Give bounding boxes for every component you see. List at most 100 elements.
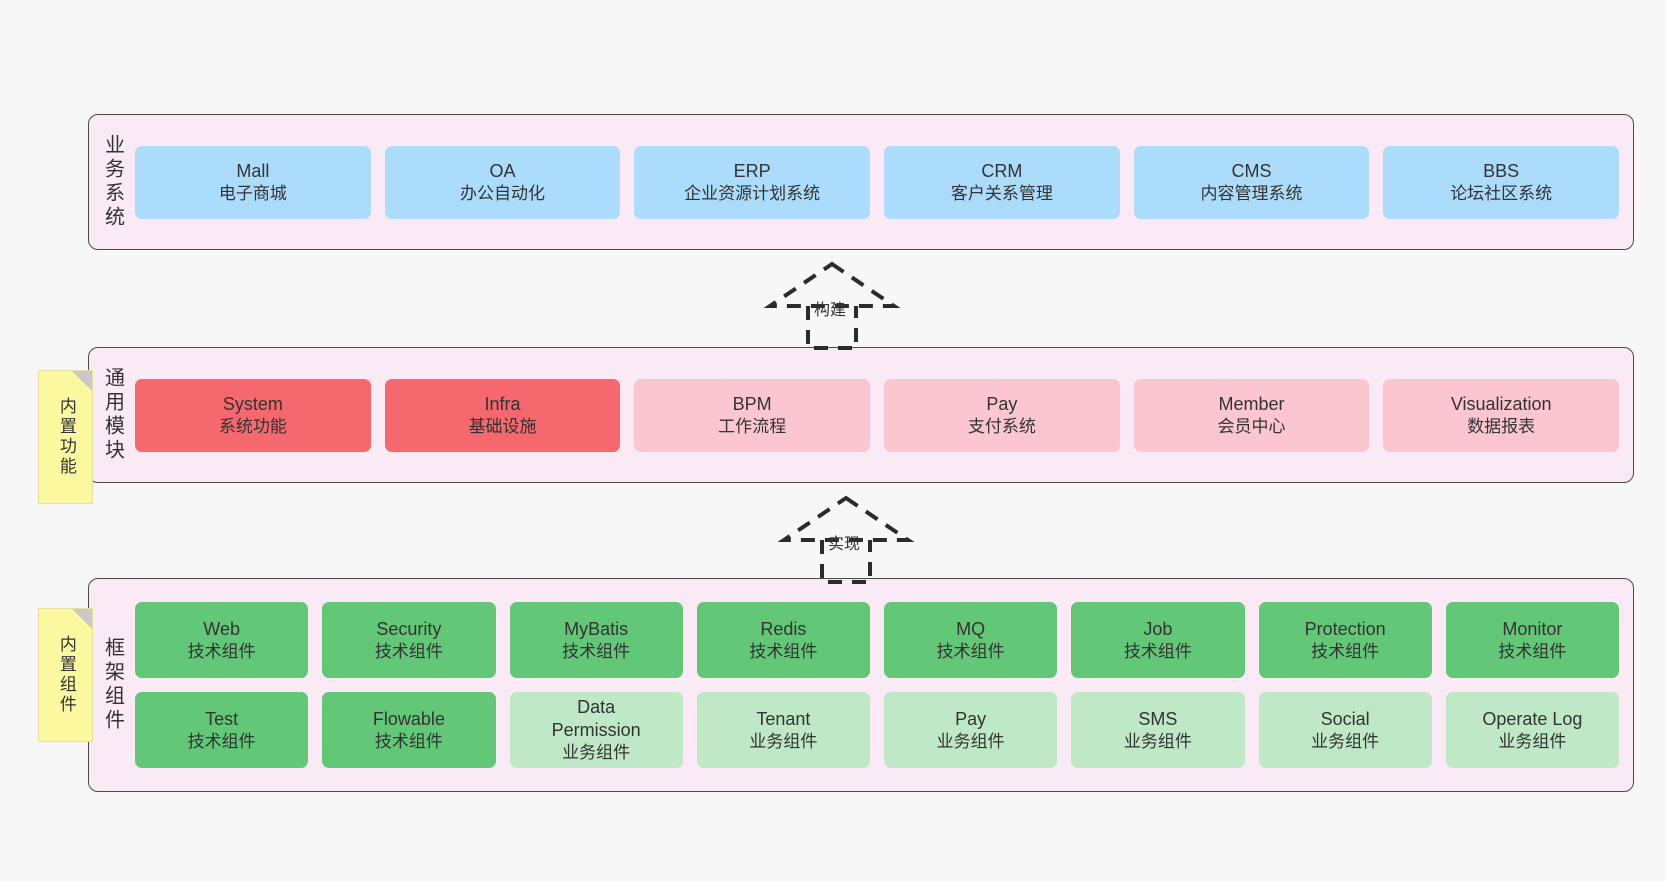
node-title: Job xyxy=(1143,618,1173,639)
relationship-arrow-implement: 实现 xyxy=(766,492,926,584)
node-title: Web xyxy=(203,618,240,639)
node-system[interactable]: System 系统功能 xyxy=(135,378,371,452)
node-monitor[interactable]: Monitor 技术组件 xyxy=(1445,602,1619,678)
node-subtitle: 内容管理系统 xyxy=(1200,183,1303,203)
node-subtitle: 技术组件 xyxy=(1311,641,1380,661)
node-subtitle: 技术组件 xyxy=(374,731,443,751)
node-subtitle: 业务组件 xyxy=(1123,731,1192,751)
layer-body-framework-components: Web 技术组件 Security 技术组件 MyBatis 技术组件 Redi… xyxy=(135,579,1633,791)
node-subtitle: 技术组件 xyxy=(187,641,256,661)
layer-common-modules: 通用模块 System 系统功能 Infra 基础设施 BPM 工作流程 Pay… xyxy=(88,347,1634,483)
layer-label-business-systems: 业务系统 xyxy=(101,134,124,230)
node-title: BPM xyxy=(732,393,772,414)
node-data-permission[interactable]: Data Permission 业务组件 xyxy=(509,692,683,768)
node-title: Tenant xyxy=(756,708,811,729)
arrow-label-build: 构建 xyxy=(814,302,847,319)
node-title: Pay xyxy=(955,708,987,729)
node-title: CMS xyxy=(1231,160,1272,181)
node-subtitle: 业务组件 xyxy=(1498,731,1567,751)
node-sms[interactable]: SMS 业务组件 xyxy=(1071,692,1245,768)
node-pay-business[interactable]: Pay 业务组件 xyxy=(884,692,1058,768)
node-title: SMS xyxy=(1138,708,1178,729)
node-pay[interactable]: Pay 支付系统 xyxy=(884,378,1120,452)
node-title: Protection xyxy=(1304,618,1386,639)
sticky-note-builtin-components: 内置组件 xyxy=(38,608,93,742)
node-title: Test xyxy=(205,708,239,729)
layer-body-business-systems: Mall 电子商城 OA 办公自动化 ERP 企业资源计划系统 CRM 客户关系… xyxy=(135,115,1633,249)
node-redis[interactable]: Redis 技术组件 xyxy=(696,602,870,678)
node-subtitle: 技术组件 xyxy=(1498,641,1567,661)
sticky-note-builtin-functions: 内置功能 xyxy=(38,370,93,504)
node-subtitle: 工作流程 xyxy=(718,416,787,436)
node-title: MyBatis xyxy=(564,618,629,639)
node-subtitle: 基础设施 xyxy=(468,416,537,436)
node-test[interactable]: Test 技术组件 xyxy=(135,692,309,768)
node-subtitle: 业务组件 xyxy=(749,731,818,751)
node-title: OA xyxy=(489,160,516,181)
node-subtitle: 电子商城 xyxy=(218,183,287,203)
node-subtitle: 技术组件 xyxy=(749,641,818,661)
node-member[interactable]: Member 会员中心 xyxy=(1133,378,1370,452)
layer-business-systems: 业务系统 Mall 电子商城 OA 办公自动化 ERP 企业资源计划系统 CRM… xyxy=(88,114,1634,250)
node-title: Infra xyxy=(484,393,521,414)
node-flowable[interactable]: Flowable 技术组件 xyxy=(322,692,496,768)
node-subtitle: 数据报表 xyxy=(1467,416,1536,436)
layer-row-business: Test 技术组件 Flowable 技术组件 Data Permission … xyxy=(135,692,1619,768)
node-title: Member xyxy=(1218,393,1285,414)
node-erp[interactable]: ERP 企业资源计划系统 xyxy=(634,145,871,219)
node-infra[interactable]: Infra 基础设施 xyxy=(384,378,621,452)
node-security[interactable]: Security 技术组件 xyxy=(322,602,496,678)
node-title: Monitor xyxy=(1502,618,1563,639)
node-subtitle: 技术组件 xyxy=(936,641,1005,661)
node-subtitle: 支付系统 xyxy=(967,416,1036,436)
node-subtitle: 系统功能 xyxy=(218,416,287,436)
node-protection[interactable]: Protection 技术组件 xyxy=(1258,602,1432,678)
node-title: Mall xyxy=(236,160,270,181)
node-job[interactable]: Job 技术组件 xyxy=(1071,602,1245,678)
node-crm[interactable]: CRM 客户关系管理 xyxy=(884,145,1120,219)
node-oa[interactable]: OA 办公自动化 xyxy=(384,145,621,219)
node-subtitle: 会员中心 xyxy=(1217,416,1286,436)
dashed-generalization-arrow-icon xyxy=(777,495,915,584)
node-tenant[interactable]: Tenant 业务组件 xyxy=(696,692,870,768)
node-mq[interactable]: MQ 技术组件 xyxy=(884,602,1058,678)
node-subtitle: 企业资源计划系统 xyxy=(684,183,821,203)
node-title: Redis xyxy=(760,618,807,639)
node-subtitle: 业务组件 xyxy=(562,743,631,763)
relationship-arrow-build: 构建 xyxy=(752,258,912,350)
layer-row: Mall 电子商城 OA 办公自动化 ERP 企业资源计划系统 CRM 客户关系… xyxy=(135,145,1620,219)
node-mall[interactable]: Mall 电子商城 xyxy=(135,145,371,219)
node-title: Pay xyxy=(986,393,1018,414)
node-subtitle: 技术组件 xyxy=(374,641,443,661)
node-title: Flowable xyxy=(372,708,445,729)
dashed-generalization-arrow-icon xyxy=(763,261,901,350)
node-title: Security xyxy=(376,618,442,639)
node-mybatis[interactable]: MyBatis 技术组件 xyxy=(509,602,683,678)
layer-row: System 系统功能 Infra 基础设施 BPM 工作流程 Pay 支付系统… xyxy=(135,378,1620,452)
node-title: BBS xyxy=(1483,160,1520,181)
layer-row-technical: Web 技术组件 Security 技术组件 MyBatis 技术组件 Redi… xyxy=(135,602,1619,678)
folded-corner-icon xyxy=(72,371,92,391)
node-subtitle: 论坛社区系统 xyxy=(1450,183,1553,203)
node-subtitle: 技术组件 xyxy=(187,731,256,751)
node-bpm[interactable]: BPM 工作流程 xyxy=(634,378,871,452)
node-subtitle: 业务组件 xyxy=(936,731,1005,751)
node-title: Data Permission xyxy=(551,697,641,741)
node-visualization[interactable]: Visualization 数据报表 xyxy=(1383,378,1620,452)
node-title: Social xyxy=(1320,708,1370,729)
node-operate-log[interactable]: Operate Log 业务组件 xyxy=(1445,692,1619,768)
node-subtitle: 技术组件 xyxy=(562,641,631,661)
node-social[interactable]: Social 业务组件 xyxy=(1258,692,1432,768)
layer-label-common-modules: 通用模块 xyxy=(101,367,124,463)
node-subtitle: 客户关系管理 xyxy=(950,183,1053,203)
node-title: MQ xyxy=(956,618,986,639)
node-web[interactable]: Web 技术组件 xyxy=(135,602,309,678)
node-title: Operate Log xyxy=(1482,708,1583,729)
node-subtitle: 办公自动化 xyxy=(460,183,545,203)
node-title: Visualization xyxy=(1450,393,1552,414)
arrow-label-implement: 实现 xyxy=(828,536,861,553)
layer-framework-components: 框架组件 Web 技术组件 Security 技术组件 MyBatis 技术组件… xyxy=(88,578,1634,792)
node-bbs[interactable]: BBS 论坛社区系统 xyxy=(1383,145,1620,219)
node-cms[interactable]: CMS 内容管理系统 xyxy=(1133,145,1370,219)
